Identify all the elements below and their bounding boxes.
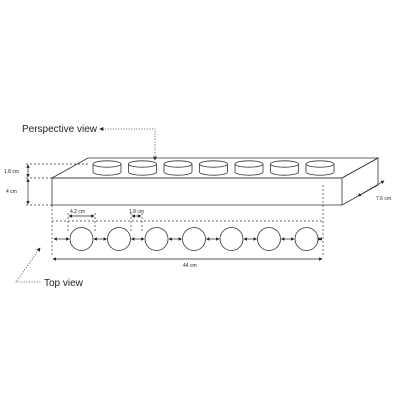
perspective-view-label: Perspective view	[22, 124, 98, 135]
well-spacing-label: 1.8 cm	[129, 209, 144, 215]
height-dimensions	[26, 163, 88, 206]
perspective-well	[199, 160, 228, 176]
well-diameter-dimension	[67, 213, 96, 232]
depth-label: 7.6 cm	[376, 196, 391, 202]
block-height-label: 4 cm	[6, 189, 17, 195]
perspective-well	[305, 160, 335, 176]
top-view-well	[294, 227, 319, 251]
top-view-wells	[53, 227, 322, 251]
block-perspective	[50, 157, 380, 206]
top-view-well	[69, 227, 94, 251]
block-front-face	[51, 177, 343, 206]
top-view-leader	[15, 247, 42, 283]
top-view-well	[219, 227, 244, 251]
depth-dimension	[357, 180, 385, 197]
well-spacing-dimension	[130, 213, 143, 232]
block-side-face	[341, 157, 379, 206]
length-label: 44 cm	[183, 263, 197, 269]
perspective-well	[128, 160, 157, 176]
top-view-well	[144, 227, 169, 251]
perspective-leader	[99, 127, 157, 161]
top-view-well	[257, 227, 281, 251]
well-height-label: 1.8 cm	[4, 169, 19, 175]
perspective-well	[234, 160, 264, 176]
top-view-label: Top view	[44, 278, 84, 289]
perspective-well	[163, 160, 193, 176]
perspective-well	[92, 160, 122, 176]
well-diameter-label: 4.2 cm	[70, 209, 85, 215]
perspective-well	[270, 160, 299, 176]
top-view-well	[107, 227, 131, 251]
perspective-wells	[92, 160, 335, 176]
top-view-well	[182, 227, 206, 251]
